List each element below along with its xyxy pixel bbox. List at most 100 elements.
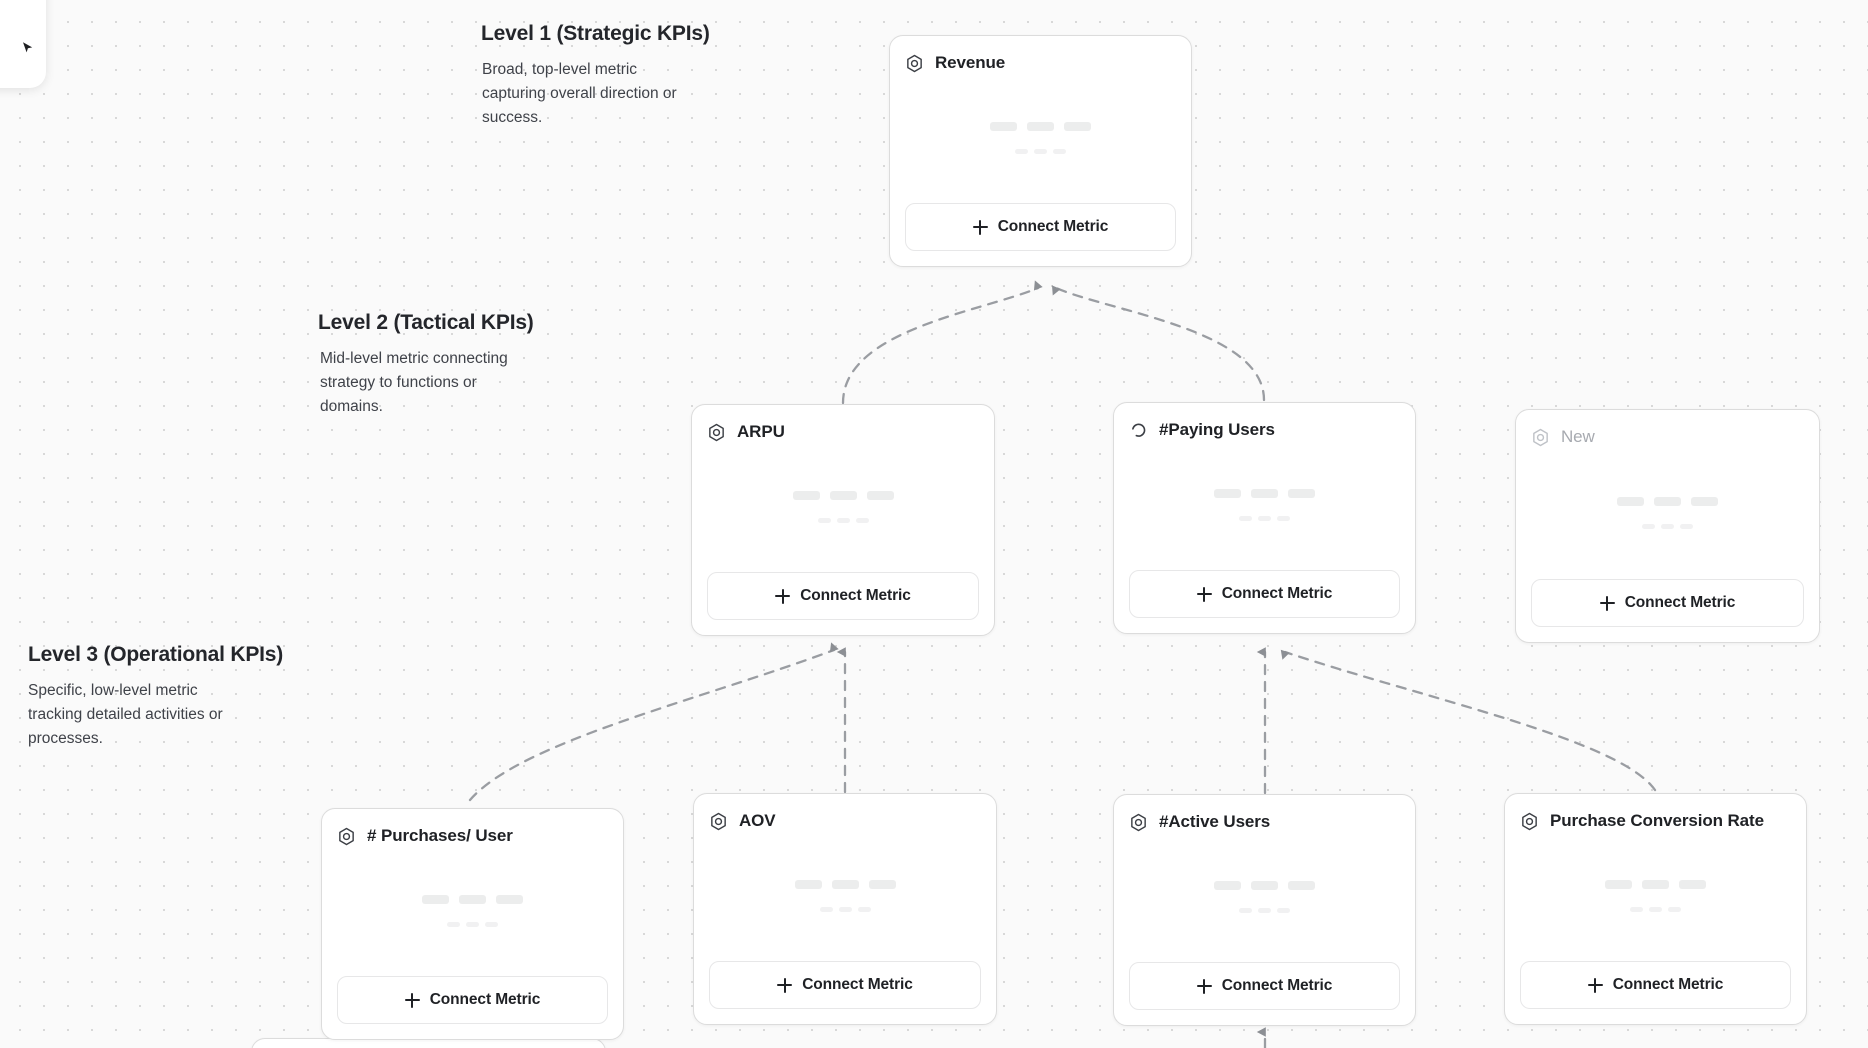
card-placeholder-body [707, 445, 979, 572]
skeleton-row-secondary [1642, 523, 1693, 529]
plus-icon [404, 992, 420, 1008]
skeleton-bar [868, 879, 896, 889]
skeleton-row-primary [1617, 496, 1718, 506]
hexagon-metric-icon [707, 423, 726, 442]
level-2-title: Level 2 (Tactical KPIs) [318, 311, 534, 334]
skeleton-bar [829, 490, 857, 500]
skeleton-bar [1630, 906, 1643, 912]
card-title: Revenue [935, 53, 1006, 72]
level-1-description: Broad, top-level metric capturing overal… [482, 61, 677, 126]
skeleton-bar [1053, 148, 1066, 154]
skeleton-bar [466, 921, 479, 927]
skeleton-bar [1258, 515, 1271, 521]
skeleton-bar [792, 490, 820, 500]
level-3-section: Level 3 (Operational KPIs) Specific, low… [28, 643, 283, 751]
skeleton-bar [1251, 488, 1278, 498]
skeleton-bar [1214, 880, 1241, 890]
hexagon-metric-icon [337, 827, 356, 846]
plus-icon [775, 588, 791, 604]
card-placeholder-body [1129, 835, 1400, 962]
skeleton-row-primary [990, 121, 1091, 131]
connect-metric-label: Connect Metric [1612, 976, 1724, 993]
level-1-section: Level 1 (Strategic KPIs) Broad, top-leve… [481, 22, 710, 130]
connect-metric-button[interactable]: Connect Metric [1520, 961, 1791, 1009]
hexagon-metric-icon [905, 54, 924, 73]
card-title: ARPU [737, 422, 785, 441]
connect-metric-button[interactable]: Connect Metric [337, 976, 608, 1024]
hexagon-metric-icon [1531, 428, 1550, 447]
card-placeholder-body [1520, 834, 1791, 961]
metric-card-purchases-per-user[interactable]: # Purchases/ User Connect Metric [321, 808, 624, 1040]
skeleton-row-secondary [447, 921, 498, 927]
skeleton-bar [1214, 488, 1241, 498]
skeleton-row-primary [1214, 880, 1315, 890]
edge-arpu-revenue [841, 280, 1043, 405]
skeleton-bar [1605, 879, 1632, 889]
connect-metric-button[interactable]: Connect Metric [905, 203, 1176, 251]
skeleton-bar [819, 906, 833, 912]
hexagon-metric-icon [1129, 813, 1148, 832]
skeleton-bar [1239, 515, 1252, 521]
skeleton-bar [1277, 907, 1290, 913]
hexagon-metric-icon [709, 812, 728, 831]
metric-card-purchase-conversion-rate[interactable]: Purchase Conversion Rate Connect Metric [1504, 793, 1807, 1025]
connect-metric-button[interactable]: Connect Metric [1129, 570, 1400, 618]
floating-toolbar-panel[interactable] [0, 0, 46, 88]
skeleton-bar [1649, 906, 1662, 912]
level-3-description: Specific, low-level metric tracking deta… [28, 682, 223, 747]
level-2-description: Mid-level metric connecting strategy to … [320, 350, 508, 415]
card-title: AOV [739, 811, 776, 830]
card-title: #Paying Users [1159, 420, 1275, 439]
skeleton-bar [1654, 496, 1681, 506]
level-1-title: Level 1 (Strategic KPIs) [481, 22, 710, 45]
skeleton-row-primary [792, 490, 894, 500]
skeleton-bar [1691, 496, 1718, 506]
spinner-loading-icon [1129, 421, 1148, 440]
skeleton-bar [1258, 907, 1271, 913]
skeleton-row-secondary [1239, 515, 1290, 521]
metric-card-new[interactable]: New Connect Metric [1515, 409, 1820, 643]
card-placeholder-body [905, 76, 1176, 203]
metric-card-arpu[interactable]: ARPU Connect Metric [691, 404, 995, 636]
connect-metric-button[interactable]: Connect Metric [1129, 962, 1400, 1010]
card-header: #Active Users [1129, 809, 1400, 835]
connect-metric-label: Connect Metric [1624, 594, 1736, 611]
level-3-title: Level 3 (Operational KPIs) [28, 643, 284, 666]
skeleton-row-secondary [1630, 906, 1681, 912]
skeleton-bar [496, 894, 523, 904]
cursor-arrow-icon [20, 40, 36, 56]
connect-metric-button[interactable]: Connect Metric [707, 572, 979, 620]
skeleton-row-secondary [1015, 148, 1066, 154]
skeleton-row-primary [1214, 488, 1315, 498]
connect-metric-button[interactable]: Connect Metric [709, 961, 981, 1009]
metric-card-paying-users[interactable]: #Paying Users Connect Metric [1113, 402, 1416, 634]
card-title: New [1561, 427, 1595, 446]
skeleton-bar [817, 517, 831, 523]
connect-metric-label: Connect Metric [997, 218, 1109, 235]
card-header: #Paying Users [1129, 417, 1400, 443]
skeleton-bar [794, 879, 822, 889]
skeleton-bar [1617, 496, 1644, 506]
connect-metric-button[interactable]: Connect Metric [1531, 579, 1804, 627]
hexagon-metric-icon [1520, 812, 1539, 831]
card-header: ARPU [707, 419, 979, 445]
skeleton-bar [1277, 515, 1290, 521]
skeleton-bar [1642, 879, 1669, 889]
skeleton-bar [1064, 121, 1091, 131]
skeleton-bar [990, 121, 1017, 131]
skeleton-row-secondary [817, 517, 869, 523]
skeleton-bar [1251, 880, 1278, 890]
edge-paying-revenue [1051, 285, 1266, 402]
edge-pcr-paying [1280, 649, 1657, 792]
plus-icon [777, 977, 793, 993]
plus-icon [1587, 977, 1603, 993]
metric-card-aov[interactable]: AOV Connect Metric [693, 793, 997, 1025]
skeleton-bar [1661, 523, 1674, 529]
skeleton-row-secondary [1239, 907, 1290, 913]
skeleton-bar [422, 894, 449, 904]
metric-card-revenue[interactable]: Revenue Connect Metric [889, 35, 1192, 267]
metric-card-active-users[interactable]: #Active Users Connect Metric [1113, 794, 1416, 1026]
connect-metric-label: Connect Metric [1221, 977, 1333, 994]
skeleton-bar [1668, 906, 1681, 912]
